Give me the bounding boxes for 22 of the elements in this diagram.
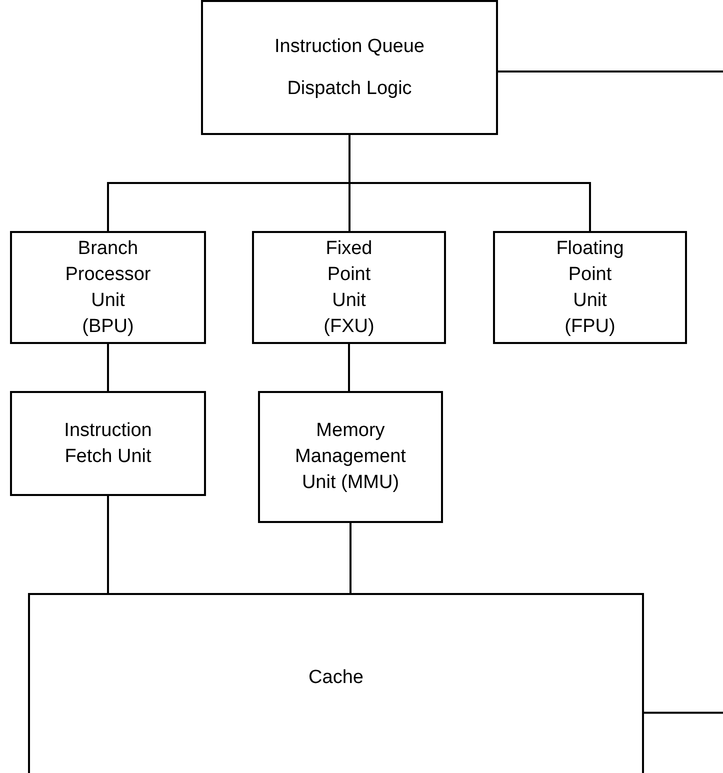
connector-line [107, 496, 109, 593]
connector-line [107, 344, 109, 391]
unit-box [10, 391, 206, 496]
unit-box [258, 391, 443, 523]
unit-box [201, 0, 498, 135]
connector-line [348, 344, 350, 391]
connector-line [350, 523, 352, 593]
unit-label: Cache [308, 666, 364, 690]
connector-line [644, 712, 723, 714]
connector-line [348, 135, 591, 231]
connector-line [498, 70, 723, 73]
unit-label: Instruction Fetch Unit [64, 418, 152, 468]
unit-label: Memory Management Unit (MMU) [295, 419, 406, 495]
unit-box [252, 231, 446, 344]
unit-box [493, 231, 687, 344]
unit-box [28, 593, 644, 773]
unit-label: Instruction Queue [274, 34, 424, 58]
unit-label: Branch Processor Unit (BPU) [65, 236, 151, 338]
unit-label: Dispatch Logic [287, 76, 412, 100]
unit-box [10, 231, 206, 344]
unit-label: Floating Point Unit (FPU) [556, 236, 624, 338]
unit-label: Fixed Point Unit (FXU) [324, 236, 374, 338]
